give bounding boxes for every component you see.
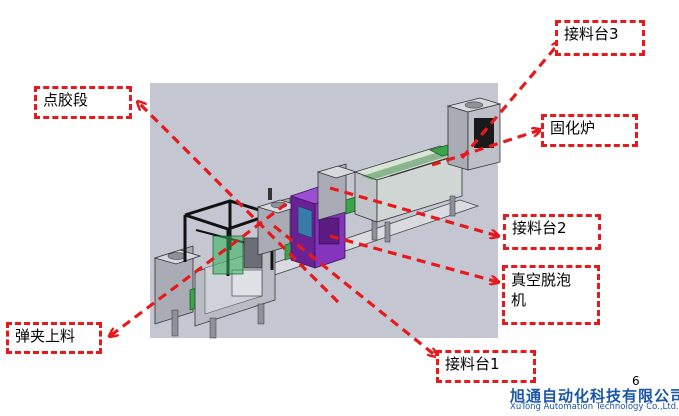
production-line-machine: [153, 97, 502, 339]
label-curing-oven: 固化炉: [541, 114, 638, 147]
arrow-curing: [431, 130, 540, 167]
label-vacuum-degassing: 真空脱泡 机: [502, 265, 600, 325]
arrow-dispense: [138, 102, 340, 304]
company-name-en: XuTong Automation Technology Co.,Ltd.: [510, 402, 679, 412]
arrow-receive-1: [272, 224, 436, 356]
label-receive-3-text: 接料台3: [564, 25, 619, 43]
label-receive-2-text: 接料台2: [512, 219, 567, 237]
label-curing-text: 固化炉: [550, 119, 596, 137]
label-receive-station-2: 接料台2: [503, 214, 601, 250]
label-receive-1-text: 接料台1: [445, 355, 500, 373]
label-receive-station-1: 接料台1: [436, 350, 536, 383]
label-vacuum-text-line1: 真空脱泡: [511, 271, 572, 289]
label-clip-loading: 弹夹上料: [6, 322, 102, 354]
company-name-cn: 旭通自动化科技有限公司: [510, 387, 679, 405]
page-number: 6: [632, 374, 640, 388]
arrow-receive-3: [460, 42, 560, 160]
label-clip-loading-text: 弹夹上料: [15, 327, 76, 345]
label-dispense-section: 点胶段: [34, 86, 132, 119]
callout-arrows: [110, 42, 560, 356]
curing-oven: [353, 145, 464, 243]
label-receive-station-3: 接料台3: [555, 20, 645, 56]
arrow-clip-loading: [110, 202, 287, 336]
label-dispense-text: 点胶段: [43, 91, 89, 109]
label-vacuum-text-line2: 机: [511, 291, 527, 309]
